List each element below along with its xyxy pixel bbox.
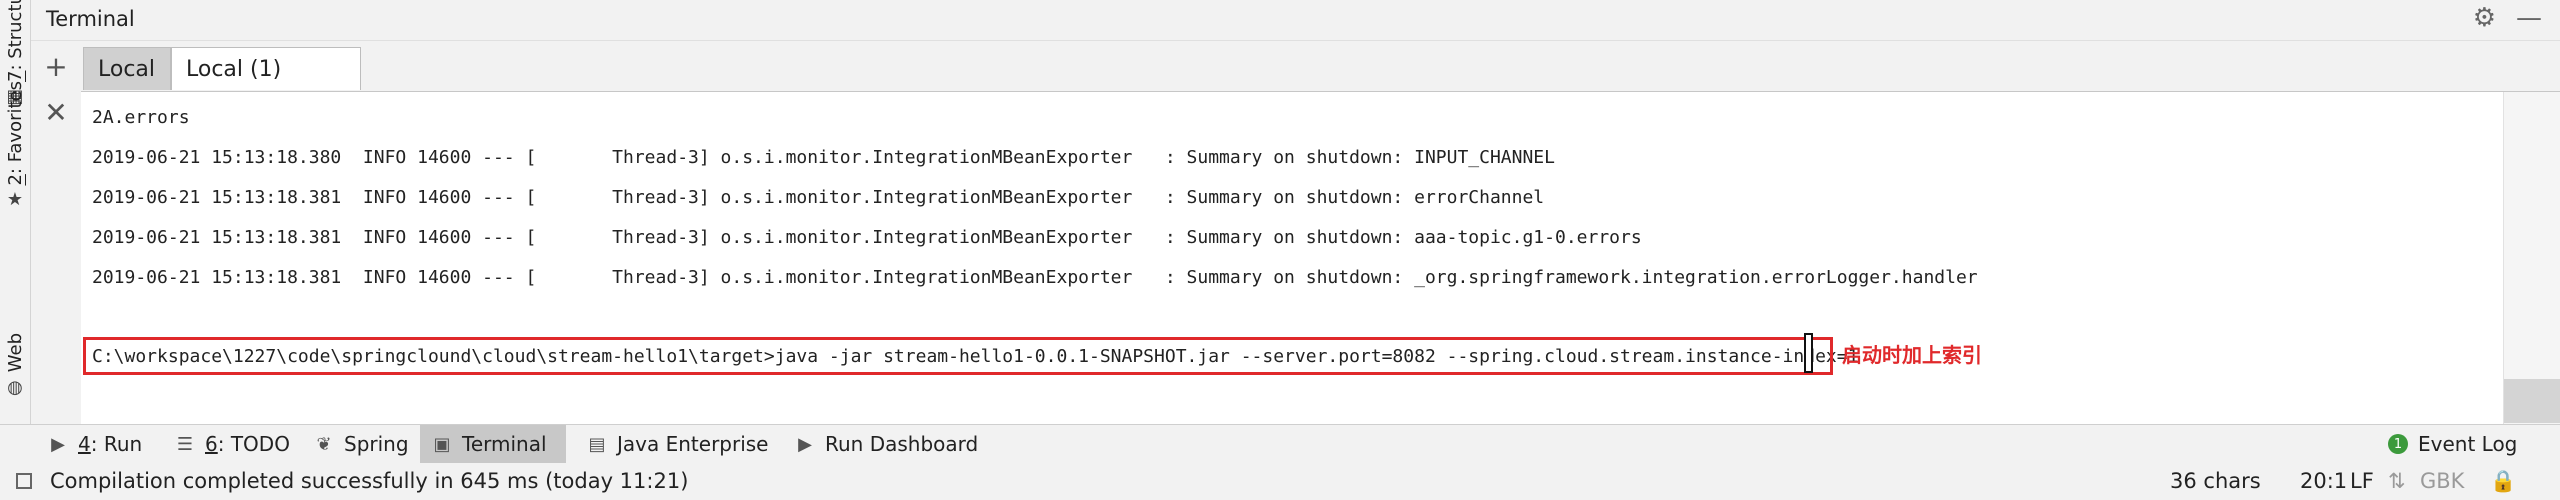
list-icon: ☰ [176,433,194,455]
file-encoding[interactable]: GBK [2420,469,2465,493]
status-message: Compilation completed successfully in 64… [50,469,689,493]
vertical-scrollbar[interactable] [2503,92,2560,424]
terminal-tab-bar: Local Local (1) [81,41,2560,92]
terminal-tool-column: + ✕ [31,41,81,424]
panel-actions: ⚙ — [2473,3,2542,33]
new-session-plus-icon[interactable]: + [44,49,68,83]
terminal-line: 2019-06-21 15:13:18.381 INFO 14600 --- [… [92,227,1642,248]
tab-local-1[interactable]: Local (1) [171,47,361,90]
text-cursor [1804,333,1813,373]
tool-windows-toggle-icon[interactable] [16,473,32,489]
tab-local[interactable]: Local [83,47,171,90]
structure-icon: ▦ [6,85,24,107]
line-separator[interactable]: LF [2350,469,2374,493]
spring-tool-button[interactable]: ❦ Spring [302,425,421,463]
star-icon: ★ [6,189,24,211]
terminal-line: 2019-06-21 15:13:18.381 INFO 14600 --- [… [92,267,1978,288]
favorites-tool-tab[interactable]: 2: Favorites ★ [4,80,26,211]
terminal-icon: ▣ [433,433,451,455]
structure-tool-tab[interactable]: 7: Structure ▦ [4,0,26,107]
java-enterprise-tool-button[interactable]: ▤ Java Enterprise [588,432,769,456]
terminal-line: 2A.errors [92,107,190,128]
terminal-line: 2019-06-21 15:13:18.381 INFO 14600 --- [… [92,187,1545,208]
play-icon: ▶ [51,433,65,455]
terminal-command-line[interactable]: C:\workspace\1227\code\springclound\clou… [92,346,1859,367]
panel-title: Terminal [46,7,135,31]
play-icon: ▶ [798,433,812,455]
todo-tool-button[interactable]: ☰ 6: TODO [176,432,290,456]
java-enterprise-icon: ▤ [588,433,606,455]
spring-leaf-icon: ❦ [316,433,332,455]
run-tool-button[interactable]: ▶ 4: Run [36,425,154,463]
command-highlight-box [83,337,1833,375]
event-log-tool-button[interactable]: 1 Event Log [2376,425,2529,463]
bottom-tool-bar: ▶ 4: Run ☰ 6: TODO ❦ Spring ▣ Terminal ▤… [0,424,2560,464]
selection-char-count: 36 chars [2170,469,2261,493]
left-tool-strip: 7: Structure ▦ 2: Favorites ★ Web ◍ [0,0,31,424]
event-log-badge-icon: 1 [2388,434,2408,454]
scrollbar-thumb[interactable] [2504,379,2560,423]
annotation-label: 启动时加上索引 [1842,343,1982,367]
web-tool-tab[interactable]: Web ◍ [4,333,26,398]
gear-icon[interactable]: ⚙ [2472,3,2496,33]
terminal-tool-button[interactable]: ▣ Terminal [420,425,566,463]
globe-icon: ◍ [7,376,23,398]
caret-position[interactable]: 20:1 [2300,469,2348,493]
lock-icon[interactable]: 🔒 [2490,469,2517,493]
terminal-line: 2019-06-21 15:13:18.380 INFO 14600 --- [… [92,147,1555,168]
line-separator-arrows-icon: ⇅ [2388,469,2406,493]
status-bar: Compilation completed successfully in 64… [0,463,2560,500]
close-session-x-icon[interactable]: ✕ [44,95,68,129]
panel-titlebar: Terminal ⚙ — [31,0,2560,41]
run-dashboard-tool-button[interactable]: ▶ Run Dashboard [783,425,990,463]
minimize-icon[interactable]: — [2516,3,2542,33]
terminal-output[interactable]: 2A.errors 2019-06-21 15:13:18.380 INFO 1… [81,92,2503,424]
